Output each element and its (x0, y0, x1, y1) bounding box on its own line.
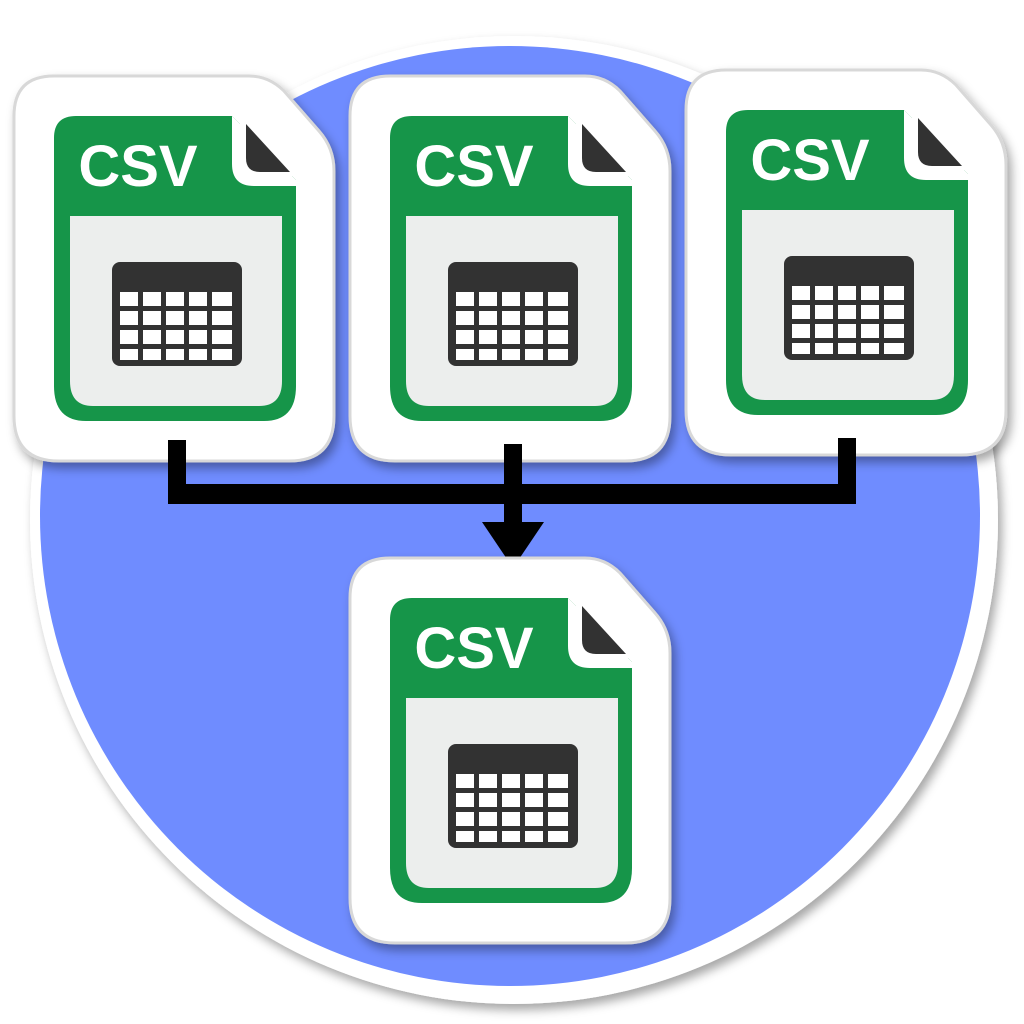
file-1-label: CSV (78, 134, 198, 199)
arrow-head-icon (482, 522, 544, 568)
file-3-label: CSV (750, 128, 870, 193)
merged-file-label: CSV (414, 616, 534, 681)
file-2-label: CSV (414, 134, 534, 199)
merge-arrow (168, 438, 856, 568)
